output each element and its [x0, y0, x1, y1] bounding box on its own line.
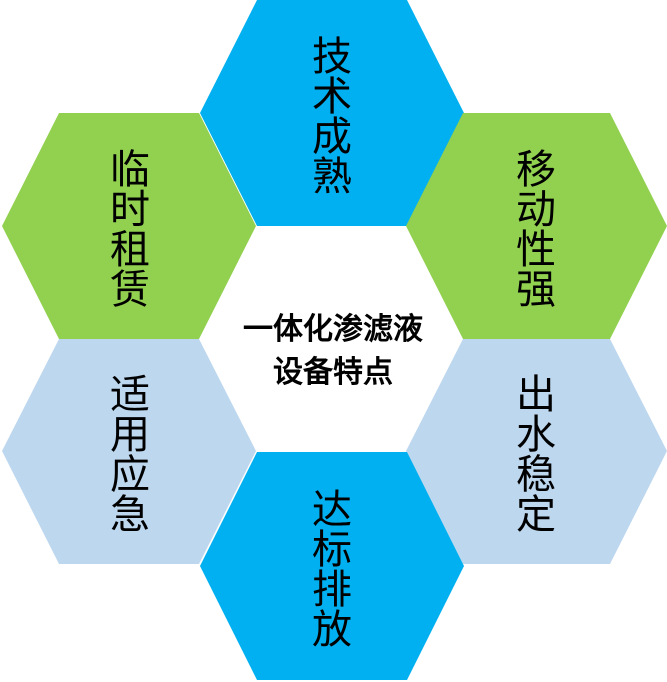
hexagon-temporary-lease: 临时租赁 — [2, 113, 256, 339]
center-title: 一体化渗滤液 设备特点 — [243, 312, 423, 390]
hexagon-tech-mature: 技术成熟 — [200, 0, 464, 226]
hexagon-temporary-lease-shape — [2, 113, 256, 339]
hexagon-stable-output-shape — [406, 339, 667, 564]
hexagon-mobility: 移动性强 — [406, 113, 667, 339]
hexagon-mobility-shape — [406, 113, 667, 339]
hexagon-emergency-use-label: 适用应急 — [110, 372, 150, 538]
center-title-line2: 设备特点 — [273, 355, 393, 390]
hexagon-emergency-use: 适用应急 — [2, 339, 256, 564]
hexagon-meets-standard-shape — [200, 452, 464, 680]
center-title-line1: 一体化渗滤液 — [243, 312, 423, 347]
hexagon-tech-mature-shape — [200, 0, 464, 226]
hexagon-meets-standard-label: 达标排放 — [312, 487, 352, 653]
hexagon-tech-mature-label: 技术成熟 — [312, 34, 352, 200]
hexagon-temporary-lease-label: 临时租赁 — [110, 147, 150, 313]
hexagon-meets-standard: 达标排放 — [200, 452, 464, 680]
hexagon-emergency-use-shape — [2, 339, 256, 564]
hexagon-mobility-label: 移动性强 — [516, 147, 556, 313]
hexagon-stable-output: 出水稳定 — [406, 339, 667, 564]
hexagon-stable-output-label: 出水稳定 — [516, 372, 556, 538]
